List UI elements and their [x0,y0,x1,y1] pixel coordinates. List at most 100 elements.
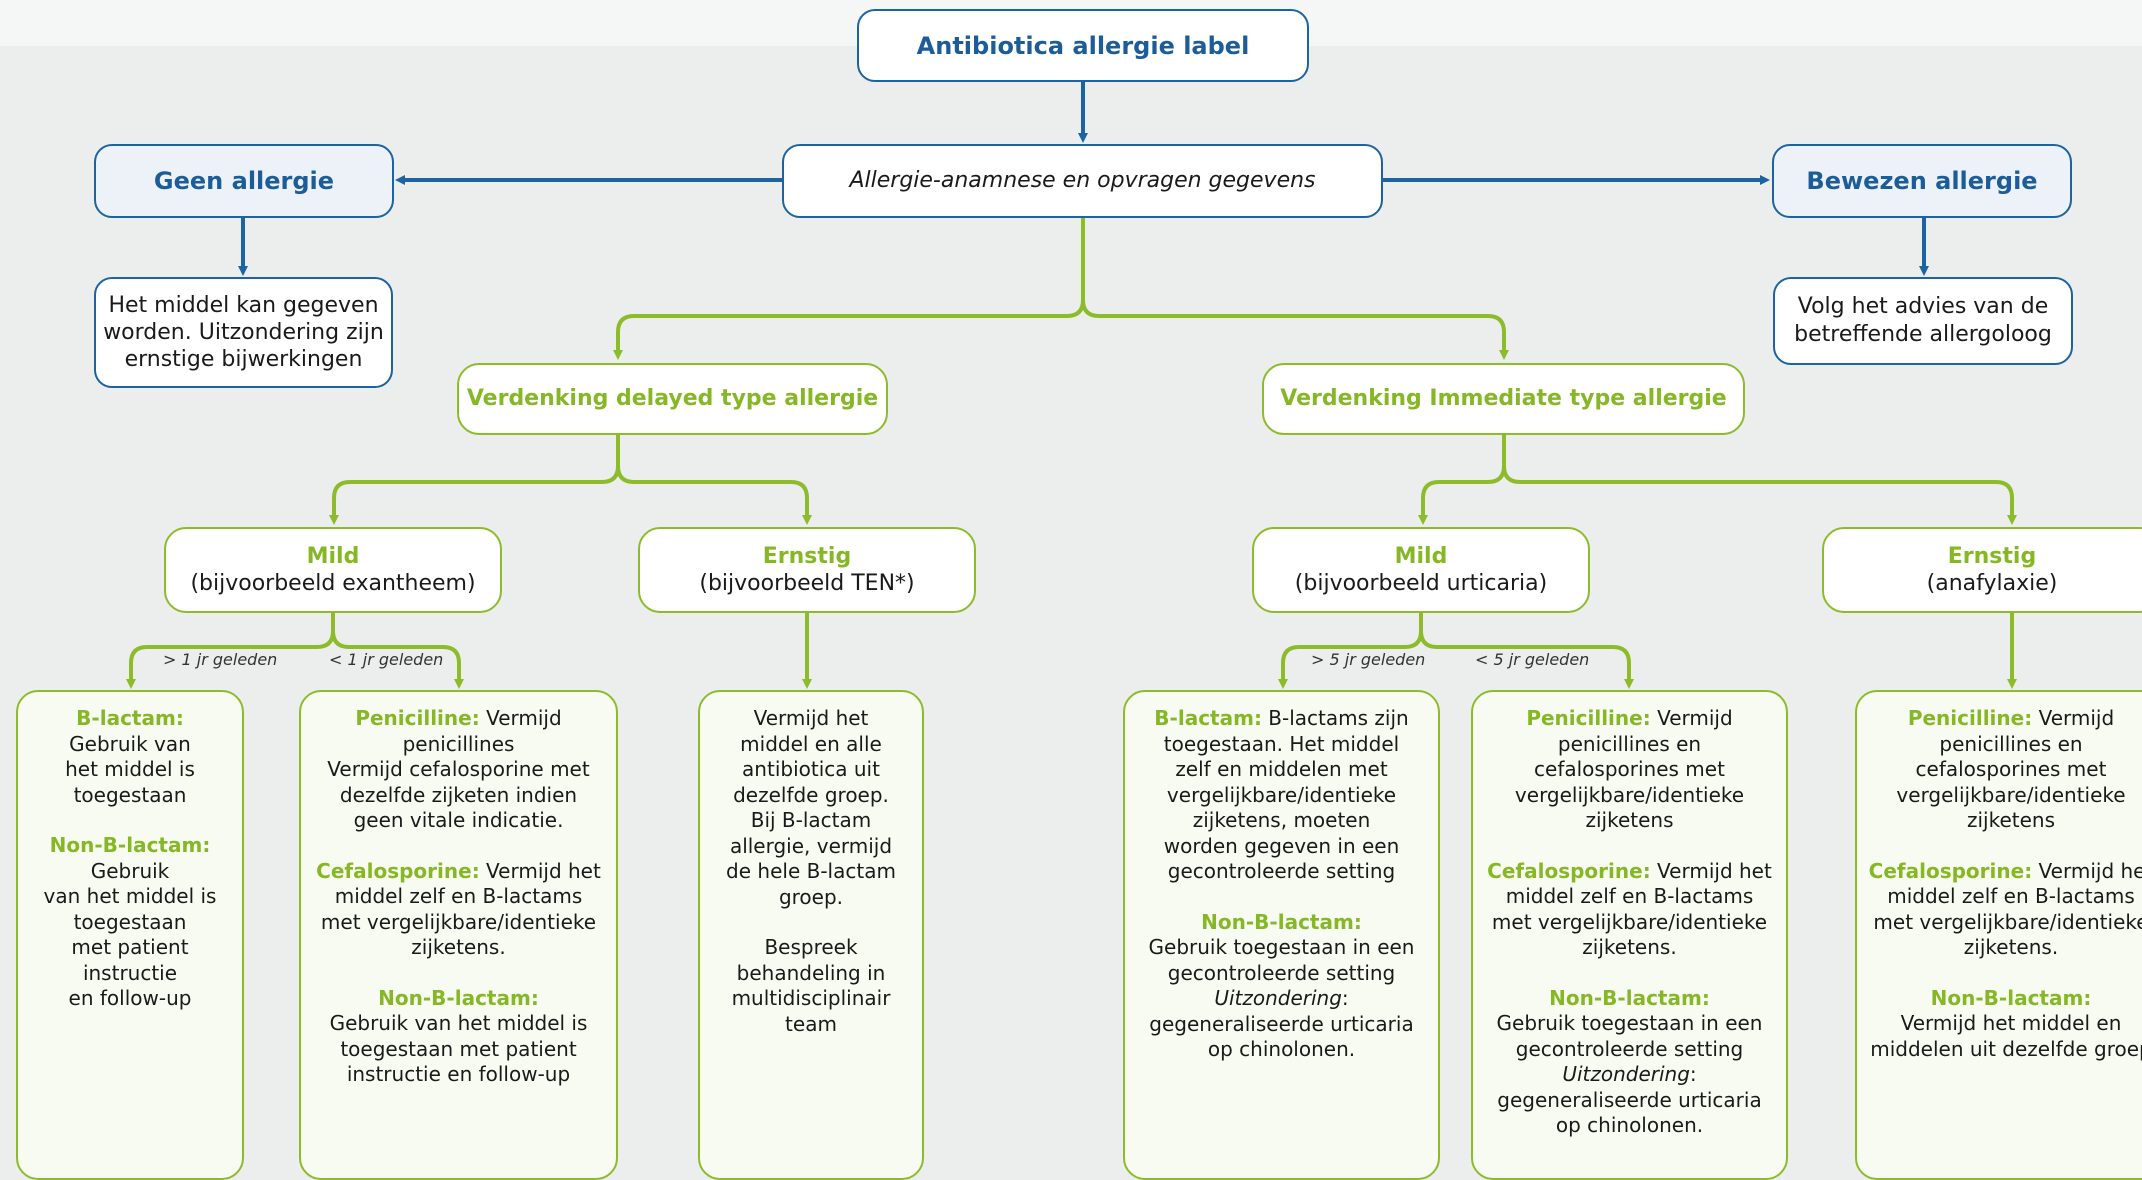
outcome-line: Bespreek [764,935,858,959]
bewezen-allergie-box: Bewezen allergie [1772,144,2072,218]
penicilline-heading: Penicilline: [1526,706,1651,730]
outcome-line: gecontroleerde setting [1515,1036,1744,1061]
geen-allergie-advice-line-1: Het middel kan gegeven [108,293,379,318]
outcome-line: zijketens, moeten [1192,808,1371,832]
outcome-line: antibiotica uit [742,757,880,781]
outcome-line: gecontroleerde setting [1167,859,1396,883]
outcome-line: behandeling in [736,960,886,985]
immediate-ernstig-title: Ernstig [1947,543,2037,569]
cefalosporine-rest: Vermijd het [2032,858,2142,883]
outcome-line: middel zelf en B-lactams [1505,884,1754,908]
exception-label: Uitzondering [1214,986,1342,1010]
immediate-mild-old-outcome-box: B-lactam: B-lactams zijn toegestaan. Het… [1123,690,1440,1180]
branch-immediate-to-mild [1418,435,1506,525]
outcome-line: middel en alle [740,731,882,756]
bewezen-allergie-advice-box: Volg het advies van de betreffende aller… [1773,277,2073,365]
geen-allergie-advice-line-2: worden. Uitzondering zijn [103,320,384,345]
outcome-line: zijketens. [1582,935,1677,959]
branch-immediate-to-ernstig [1502,465,2017,525]
outcome-line: toegestaan. Het middel [1163,731,1400,756]
outcome-line: zijketens. [1963,935,2059,959]
exception-line: Uitzondering: [1214,986,1348,1012]
immediate-ernstig-outcome-box: Penicilline: Vermijd penicillines en cef… [1855,690,2142,1180]
delayed-ernstig-box: Ernstig (bijvoorbeeld TEN*) [638,527,976,613]
outcome-line: dezelfde zijketen indien [339,782,578,807]
penicilline-rest: Vermijd [2032,706,2115,730]
geen-allergie-title: Geen allergie [153,167,335,195]
outcome-line: met patient [71,935,189,959]
delayed-mild-old-outcome-box: B-lactam: Gebruik van het middel is toeg… [16,690,244,1180]
penicilline-heading: Penicilline: [355,706,480,730]
immediate-type-title: Verdenking Immediate type allergie [1280,386,1727,412]
outcome-line: cefalosporines met [1915,757,2107,781]
immediate-mild-recent-outcome-box: Penicilline: Vermijd penicillines en cef… [1471,690,1788,1180]
cefalosporine-line: Cefalosporine: Vermijd het [1487,859,1772,885]
outcome-line: toegestaan [73,909,187,934]
delayed-mild-title: Mild [306,543,360,569]
immediate-ernstig-box: Ernstig (anafylaxie) [1822,527,2142,613]
outcome-line: Vermijd cefalosporine met [327,757,590,781]
outcome-line: multidisciplinair [731,986,891,1010]
delayed-ernstig-title: Ernstig [762,543,852,569]
outcome-line: met vergelijkbare/identieke [1491,909,1768,934]
anamnese-box: Allergie-anamnese en opvragen gegevens [782,144,1383,218]
delayed-ernstig-sub: (bijvoorbeeld TEN*) [699,571,915,596]
delayed-ernstig-outcome-box: Vermijd het middel en alle antibiotica u… [698,690,924,1180]
cefalosporine-heading: Cefalosporine: [1487,858,1651,883]
outcome-line: vergelijkbare/identieke [1896,782,2126,807]
outcome-line: zijketens. [411,935,506,959]
outcome-line: Gebruik [90,858,170,883]
branch-to-immediate [1081,299,1509,360]
outcome-line: instructie en follow-up [346,1062,571,1086]
outcome-line: Vermijd het middel en [1900,1011,2122,1035]
cefalosporine-heading: Cefalosporine: [316,858,480,883]
outcome-line: instructie [82,960,178,985]
outcome-line: op chinolonen. [1207,1037,1356,1061]
outcome-line: gegeneraliseerde urticaria [1149,1011,1414,1036]
non-blactam-heading: Non-B-lactam: [1549,985,1710,1010]
non-blactam-heading: Non-B-lactam: [1201,909,1362,934]
blactam-heading: B-lactam: [76,706,184,730]
delayed-mild-box: Mild (bijvoorbeeld exantheem) [164,527,502,613]
branch-immediate-mild-right [1419,630,1634,689]
outcome-line: zijketens [1585,808,1674,832]
branch-immediate-mild-split [1278,613,1423,689]
outcome-line: gecontroleerde setting [1167,960,1396,985]
antibiotica-allergie-label-title: Antibiotica allergie label [916,31,1250,60]
bewezen-allergie-advice-line-2: betreffende allergoloog [1794,322,2052,347]
outcome-line: middelen uit dezelfde groep [1870,1036,2142,1061]
immediate-mild-box: Mild (bijvoorbeeld urticaria) [1252,527,1590,613]
anamnese-text: Allergie-anamnese en opvragen gegevens [849,168,1316,194]
outcome-line: toegestaan met patient [340,1036,577,1061]
delayed-type-title: Verdenking delayed type allergie [466,386,879,412]
blactam-line: B-lactam: B-lactams zijn [1154,706,1408,732]
outcome-line: en follow-up [68,986,192,1010]
penicilline-rest: Vermijd [1650,706,1733,730]
outcome-line: vergelijkbare/identieke [1514,782,1745,807]
outcome-line: geen vitale indicatie. [353,808,564,832]
outcome-line: het middel is [65,757,195,781]
outcome-line: penicillines [402,731,515,756]
geen-allergie-box: Geen allergie [94,144,394,218]
immediate-ernstig-sub: (anafylaxie) [1926,571,2058,596]
cefalosporine-rest: Vermijd het [1650,858,1772,883]
non-blactam-heading: Non-B-lactam: [49,833,211,857]
exception-colon: : [1341,986,1349,1010]
outcome-line: Gebruik van het middel is [329,1011,588,1035]
outcome-line: van het middel is [43,884,217,908]
outcome-line: allergie, vermijd [729,833,893,858]
delayed-mild-recent-outcome-box: Penicilline: Vermijd penicillines Vermij… [299,690,618,1180]
penicilline-line: Penicilline: Vermijd [1526,706,1732,732]
exception-colon: : [1689,1062,1697,1086]
outcome-line: Gebruik toegestaan in een [1496,1011,1763,1035]
outcome-line: de hele B-lactam [726,859,896,883]
outcome-line: met vergelijkbare/identieke [1873,909,2142,934]
bewezen-allergie-title: Bewezen allergie [1806,167,2038,195]
outcome-line: penicillines en [1939,731,2083,756]
bewezen-allergie-advice-line-1: Volg het advies van de [1797,294,2049,319]
blactam-rest: B-lactams zijn [1261,706,1409,730]
delayed-label-more-than-1-year: > 1 jr geleden [163,650,278,669]
immediate-mild-title: Mild [1394,543,1448,569]
cefalosporine-heading: Cefalosporine: [1868,858,2033,883]
non-blactam-heading: Non-B-lactam: [378,985,539,1010]
